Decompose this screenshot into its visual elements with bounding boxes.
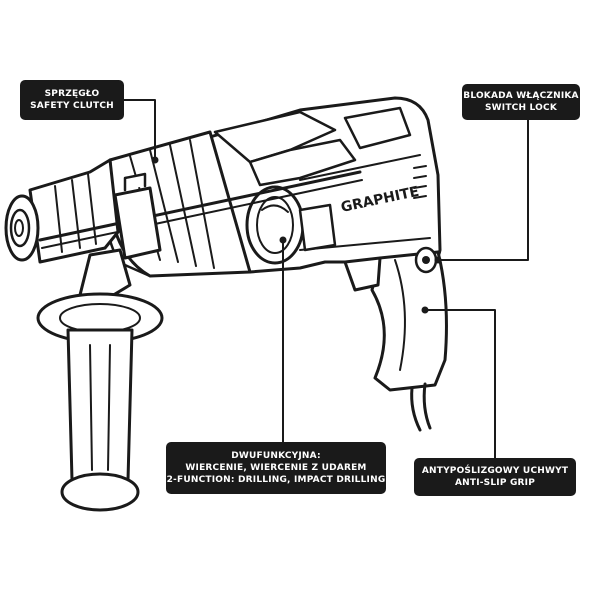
pistol-grip: [370, 250, 448, 392]
callout-grip-line2: ANTI-SLIP GRIP: [454, 478, 536, 488]
side-handle-guard-inner: [59, 303, 141, 333]
dot-clutch: [151, 156, 159, 164]
leader-grip: [424, 309, 496, 459]
callout-lock-line2: SWITCH LOCK: [484, 103, 557, 113]
callout-grip-line1: ANTYPOŚLIZGOWY UCHWYT: [421, 466, 569, 476]
leader-clutch: [123, 99, 156, 161]
chuck-body: [28, 158, 120, 264]
housing-vent-ridge: [343, 106, 412, 150]
callout-function-line1: DWUFUNKCYJNA:: [231, 451, 321, 461]
power-cord-inner: [422, 382, 432, 430]
depth-rod: [38, 170, 362, 242]
side-handle-clamp: [113, 186, 162, 260]
selector-arc-icon: [261, 204, 289, 213]
vent-slots-icon: [413, 165, 427, 199]
housing-ridge: [248, 138, 357, 187]
chuck-bore: [14, 219, 24, 237]
housing-side-line: [299, 154, 421, 181]
dot-lock: [434, 256, 442, 264]
power-cord: [410, 386, 422, 432]
side-handle-collar: [78, 248, 132, 302]
leader-lock: [437, 119, 529, 261]
clamp-screw: [123, 172, 147, 192]
callout-lock-line1: BLOKADA WŁĄCZNIKA: [463, 91, 579, 101]
callout-clutch-line1: SPRZĘGŁO: [44, 89, 100, 99]
grip-inner-line: [394, 259, 406, 371]
chuck-grooves: [54, 173, 97, 253]
callout-switch-lock: BLOKADA WŁĄCZNIKA SWITCH LOCK: [462, 84, 580, 120]
depth-rod-inner: [41, 179, 363, 249]
trigger: [343, 256, 382, 292]
callout-two-function: DWUFUNKCYJNA: WIERCENIE, WIERCENIE Z UDA…: [166, 442, 386, 494]
dot-function: [279, 236, 287, 244]
callout-anti-slip-grip: ANTYPOŚLIZGOWY UCHWYT ANTI-SLIP GRIP: [414, 458, 576, 496]
switch-lock-center: [422, 256, 430, 264]
dot-grip: [421, 306, 429, 314]
callout-function-line3: 2-FUNCTION: DRILLING, IMPACT DRILLING: [166, 475, 386, 485]
callout-safety-clutch: SPRZĘGŁO SAFETY CLUTCH: [20, 80, 124, 120]
callout-leaders: [123, 99, 529, 459]
side-handle-grip: [66, 328, 134, 492]
selector-pointer: [298, 203, 337, 252]
leader-dots: [151, 156, 442, 314]
callout-function-line2: WIERCENIE, WIERCENIE Z UDAREM: [185, 463, 367, 473]
callout-clutch-line2: SAFETY CLUTCH: [30, 101, 114, 111]
side-handle-base: [60, 472, 140, 512]
housing-top-panel: [213, 110, 337, 164]
side-handle-grip-lines: [89, 344, 111, 471]
